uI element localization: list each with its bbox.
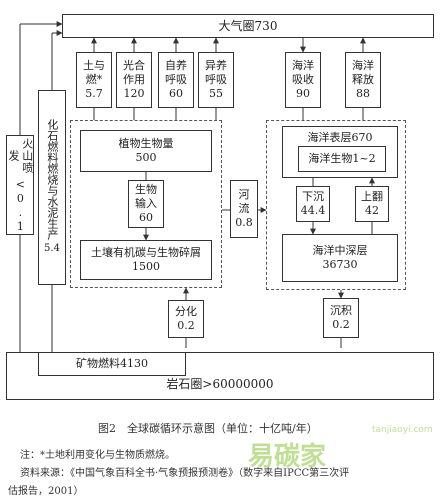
flow-label: 自养呼吸 [165, 59, 187, 87]
flow-label: 土与燃* [83, 59, 105, 87]
flow-label: 光合作用 [123, 59, 145, 87]
soil-carbon-value: 1500 [132, 260, 160, 273]
volcano-value: <0.1 [13, 178, 27, 234]
flow-label: 异养呼吸 [205, 59, 227, 87]
bio-input-label: 生物输入 [135, 183, 157, 211]
upwell-label: 上翻 [361, 190, 383, 204]
weathering-value: 0.2 [177, 319, 195, 332]
watermark-site: tanjiaoyi.com [372, 425, 433, 435]
sediment-value: 0.2 [332, 318, 350, 331]
flow-value: 120 [123, 86, 145, 100]
fossil-fuel-label: 矿物燃料4130 [76, 357, 148, 371]
ocean-bio-box: 海洋生物1~2 [298, 146, 386, 172]
plant-biomass-box: 植物生物量 500 [80, 130, 212, 172]
figure-caption: 图2 全球碳循环示意图（单位：十亿吨/年） [98, 422, 318, 435]
flow-value: 55 [209, 86, 223, 100]
flow-box-photosynthesis: 光合作用 120 [116, 52, 152, 108]
plant-biomass-value: 500 [135, 151, 157, 164]
atmosphere-label: 大气圈730 [218, 18, 278, 33]
ocean-surface-label: 海洋表层670 [307, 131, 373, 144]
bio-input-box: 生物输入 60 [128, 180, 164, 228]
source-note-cont: 估报告，2001） [8, 486, 84, 497]
ocean-mid-label: 海洋中深层 [312, 244, 368, 258]
plant-biomass-label: 植物生物量 [118, 137, 174, 151]
river-value: 0.8 [235, 215, 253, 229]
sink-label: 下沉 [302, 190, 324, 204]
bio-input-value: 60 [139, 210, 153, 224]
ocean-bio-label: 海洋生物1~2 [308, 152, 376, 166]
soil-carbon-box: 土壤有机碳与生物碎屑 1500 [80, 240, 212, 280]
flow-box-autotrophic-respiration: 自养呼吸 60 [158, 52, 194, 108]
sediment-box: 沉积 0.2 [323, 298, 359, 338]
land-region [70, 120, 222, 288]
flow-label: 海洋吸收 [292, 59, 314, 87]
fossil-burning-box: 化石燃料燃烧与水泥生产 5.4 [38, 90, 66, 285]
sediment-label: 沉积 [330, 304, 352, 318]
watermark-logo: 易碳家 [248, 442, 327, 472]
soil-carbon-label: 土壤有机碳与生物碎屑 [91, 246, 201, 260]
flow-value: 5.7 [85, 86, 103, 100]
flow-box-land-use: 土与燃* 5.7 [76, 52, 112, 108]
flow-value: 88 [356, 86, 370, 100]
volcano-label: 火山喷发 [7, 138, 34, 174]
flow-value: 90 [296, 86, 310, 100]
weathering-box: 分化 0.2 [168, 300, 204, 338]
flow-box-heterotrophic-respiration: 异养呼吸 55 [198, 52, 234, 108]
upwell-value: 42 [365, 204, 379, 217]
flow-value: 60 [169, 86, 183, 100]
ocean-mid-value: 36730 [322, 258, 358, 271]
weathering-label: 分化 [175, 305, 197, 319]
fossil-burning-value: 5.4 [44, 243, 60, 255]
sink-value: 44.4 [300, 204, 326, 217]
atmosphere-box: 大气圈730 [62, 14, 434, 38]
ocean-mid-box: 海洋中深层 36730 [282, 234, 398, 282]
flow-box-ocean-release: 海洋释放 88 [345, 52, 381, 108]
flow-box-ocean-uptake: 海洋吸收 90 [285, 52, 321, 108]
sink-box: 下沉 44.4 [296, 186, 330, 222]
source-note: 资料来源：《中国气象百科全书·气象预报预测卷》（数字来自IPCC第三次评 [20, 468, 350, 479]
river-label: 河流 [238, 188, 250, 216]
lithosphere-label: 岩石圈>60000000 [166, 377, 274, 391]
flow-label: 海洋释放 [352, 59, 374, 87]
footnote: 注：*土地利用变化与生物质燃烧。 [20, 450, 175, 461]
volcano-box: 火山喷发 <0.1 [6, 135, 34, 235]
upwell-box: 上翻 42 [355, 186, 389, 222]
fossil-burning-label: 化石燃料燃烧与水泥生产 [45, 119, 59, 241]
fossil-fuel-box: 矿物燃料4130 [38, 352, 186, 376]
river-box: 河流 0.8 [230, 180, 258, 238]
ocean-region [266, 120, 406, 290]
